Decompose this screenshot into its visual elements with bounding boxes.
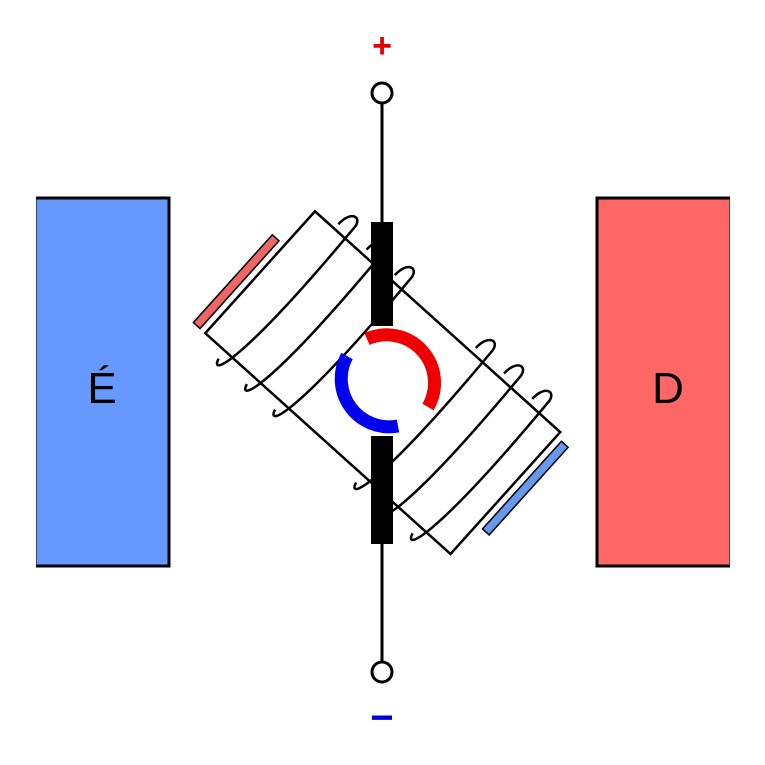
armature-red-strip xyxy=(192,233,281,330)
positive-terminal-label: + xyxy=(372,27,392,65)
commutator-blue-segment xyxy=(334,352,400,434)
negative-terminal-label: − xyxy=(370,696,393,740)
armature xyxy=(192,209,570,556)
commutator-red-segment xyxy=(364,328,441,411)
negative-terminal xyxy=(370,660,394,684)
upper-brush xyxy=(371,222,393,326)
left-pole xyxy=(33,196,171,568)
right-pole xyxy=(595,196,733,568)
lower-brush xyxy=(371,436,393,544)
positive-terminal xyxy=(370,81,394,105)
right-pole-label: D xyxy=(652,364,684,413)
armature-blue-strip xyxy=(481,440,570,537)
left-pole-label: É xyxy=(87,364,116,413)
